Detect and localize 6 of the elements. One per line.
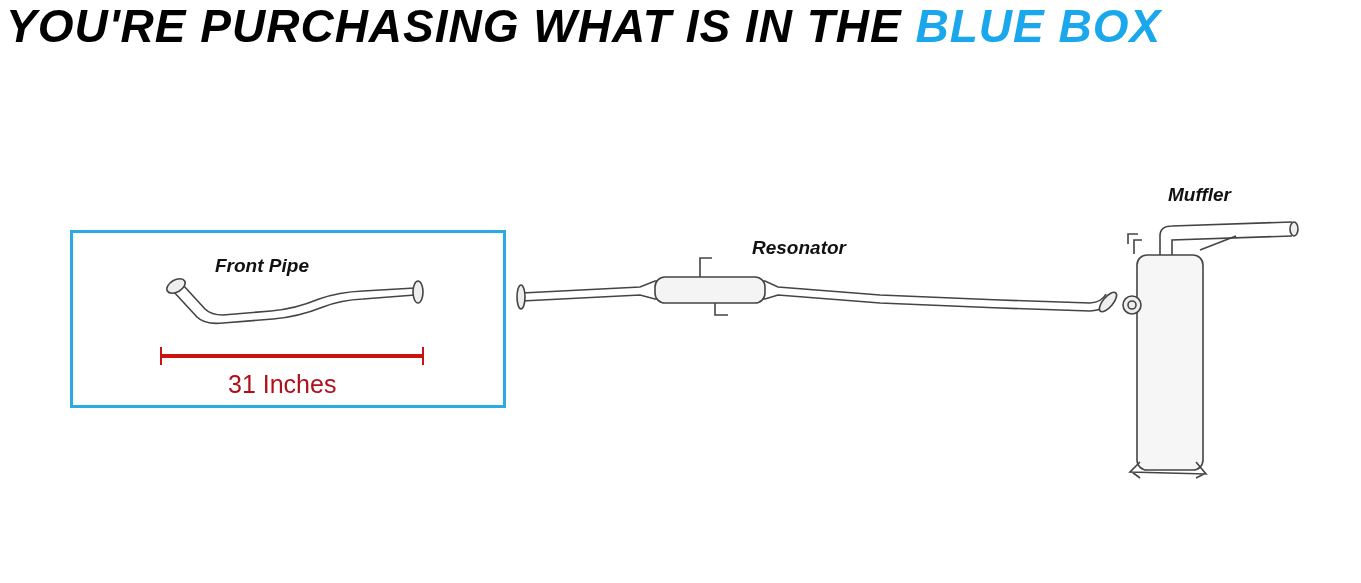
page-title: YOU'RE PURCHASING WHAT IS IN THE BLUE BOX [6,0,1162,52]
part-label: Muffler [1168,184,1231,206]
dimension-label: 31 Inches [228,370,337,399]
part-label: Front Pipe [215,255,309,277]
product-box [70,230,506,408]
part-label: Resonator [752,237,846,259]
